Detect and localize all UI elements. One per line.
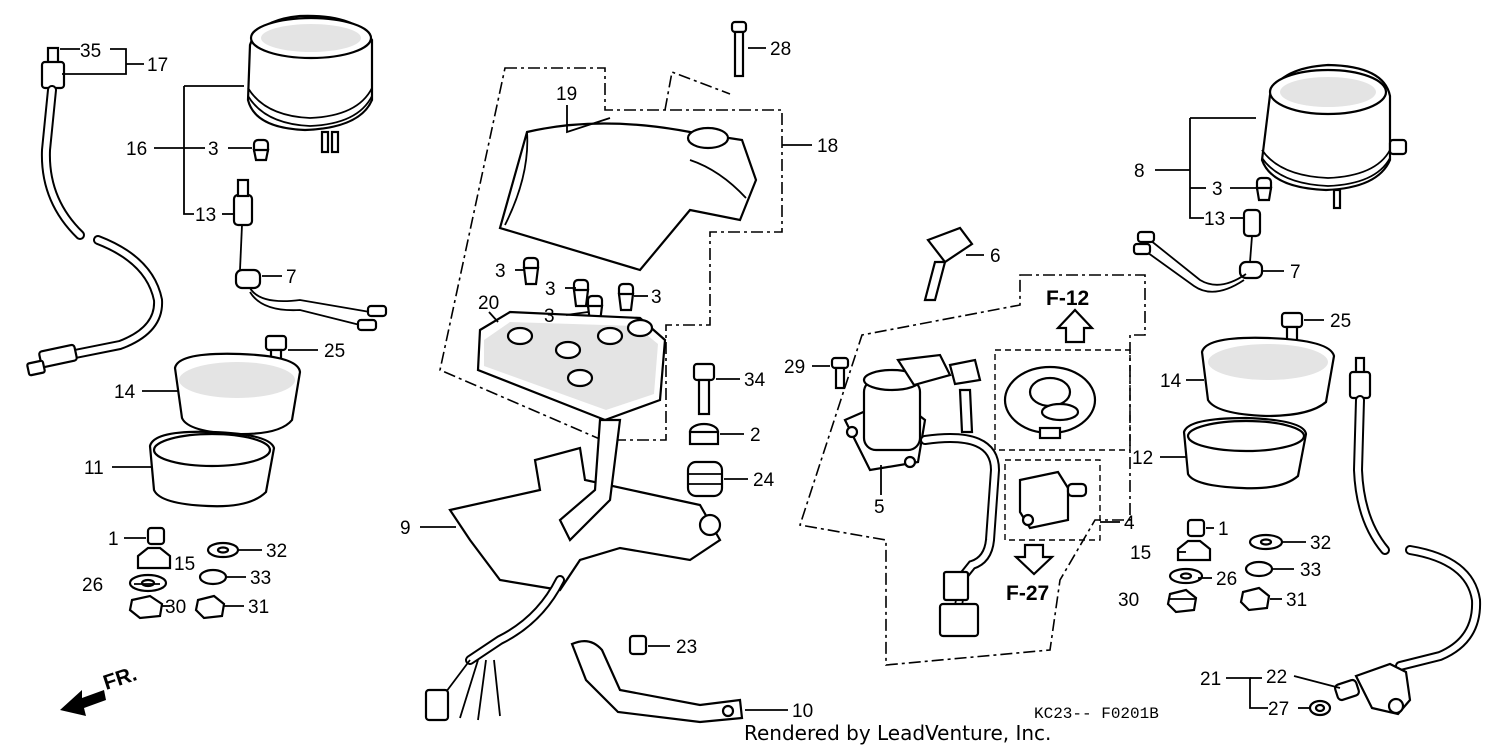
callout-14: 14 (114, 382, 136, 403)
callout-3: 3 (208, 139, 219, 160)
stay-9[interactable] (448, 418, 722, 592)
callout-labels: 35 17 16 3 13 7 25 14 11 1 15 32 26 33 3… (80, 39, 1351, 722)
assembly-outline-19 (664, 70, 731, 111)
front-label: FR. (100, 662, 139, 694)
callout-15: 15 (1130, 543, 1151, 564)
tachometer-cable-right[interactable] (1348, 356, 1482, 671)
callout-29: 29 (784, 357, 805, 378)
case-12-right[interactable] (1182, 416, 1308, 490)
callout-32: 32 (266, 541, 287, 562)
callout-3: 3 (544, 306, 555, 327)
speedometer-left[interactable] (246, 14, 374, 154)
callout-19: 19 (556, 84, 577, 105)
callout-16: 16 (126, 139, 147, 160)
callout-7: 7 (1290, 262, 1301, 283)
ref-box-f12 (994, 349, 1131, 451)
screw-28[interactable] (730, 20, 748, 78)
callout-26: 26 (1216, 569, 1237, 590)
callout-1: 1 (108, 529, 119, 550)
washer-27[interactable] (1308, 699, 1332, 717)
ref-label-f27: F-27 (1006, 582, 1049, 605)
ref-box-f27 (1004, 459, 1101, 541)
callout-28: 28 (770, 39, 791, 60)
callout-9: 9 (400, 518, 411, 539)
callout-30: 30 (165, 597, 186, 618)
ignition-switch-5[interactable] (843, 353, 982, 472)
callout-4: 4 (1124, 513, 1135, 534)
bolt-34[interactable] (692, 362, 716, 416)
callout-21: 21 (1200, 669, 1221, 690)
callout-12: 12 (1132, 448, 1153, 469)
hardware-right[interactable] (1166, 518, 1284, 614)
indicator-base-20[interactable] (476, 310, 667, 422)
callout-33: 33 (250, 568, 271, 589)
callout-3: 3 (545, 279, 556, 300)
front-direction-arrow (60, 690, 106, 716)
callout-31: 31 (248, 597, 269, 618)
cap-f12[interactable] (1003, 365, 1097, 440)
callout-6: 6 (990, 246, 1001, 267)
credit-text: Rendered by LeadVenture, Inc. (744, 721, 1051, 745)
callout-5: 5 (874, 497, 885, 518)
ignition-outline-4 (798, 274, 1146, 666)
callout-3: 3 (495, 261, 506, 282)
collar-2[interactable] (688, 422, 720, 446)
gear-box-21[interactable] (1334, 662, 1412, 716)
callout-3: 3 (1212, 179, 1223, 200)
ignition-harness[interactable] (920, 433, 1001, 638)
callout-14: 14 (1160, 371, 1182, 392)
screw-29[interactable] (830, 356, 850, 390)
speedometer-cable-left[interactable] (26, 46, 164, 377)
callout-22: 22 (1266, 667, 1287, 688)
cup-14-right[interactable] (1200, 336, 1336, 418)
bulb-left[interactable] (252, 138, 270, 162)
callout-35: 35 (80, 41, 101, 62)
callout-25: 25 (324, 341, 345, 362)
callout-20: 20 (478, 293, 499, 314)
nut-23[interactable] (628, 634, 648, 656)
arrow-down-f27 (1013, 543, 1055, 576)
rubber-24[interactable] (686, 460, 724, 498)
case-11-left[interactable] (148, 430, 276, 508)
callout-11: 11 (84, 458, 104, 479)
callout-34: 34 (744, 370, 766, 391)
callout-32: 32 (1310, 533, 1331, 554)
callout-17: 17 (147, 55, 168, 76)
visor-19[interactable] (498, 122, 758, 272)
callout-31: 31 (1286, 590, 1307, 611)
screw-25-right[interactable] (1280, 311, 1304, 349)
callout-30: 30 (1118, 590, 1139, 611)
socket-wire-right[interactable] (1132, 208, 1264, 293)
block-f27[interactable] (1018, 470, 1088, 530)
callout-18: 18 (817, 136, 838, 157)
bulbs-center[interactable] (522, 256, 635, 324)
callout-2: 2 (750, 425, 761, 446)
bracket-10[interactable] (570, 639, 744, 724)
hardware-left[interactable] (128, 526, 240, 620)
callout-7: 7 (286, 267, 297, 288)
callout-15: 15 (174, 554, 195, 575)
tachometer-right[interactable] (1260, 63, 1408, 210)
callout-13: 13 (195, 205, 216, 226)
callout-26: 26 (82, 575, 103, 596)
bulb-right[interactable] (1255, 176, 1273, 202)
diagram-code: KC23-- F0201B (1034, 705, 1159, 723)
arrow-up-f12 (1055, 308, 1095, 344)
callout-10: 10 (792, 701, 813, 722)
callout-33: 33 (1300, 560, 1321, 581)
ref-label-f12: F-12 (1046, 287, 1089, 310)
cup-14-left[interactable] (173, 352, 302, 436)
socket-wire-left[interactable] (232, 178, 388, 332)
callout-8: 8 (1134, 161, 1145, 182)
key-6[interactable] (923, 226, 974, 302)
callout-27: 27 (1268, 699, 1289, 720)
callout-24: 24 (753, 470, 775, 491)
callout-23: 23 (676, 637, 697, 658)
callout-1: 1 (1218, 519, 1229, 540)
harness-center[interactable] (424, 575, 565, 722)
callout-3: 3 (651, 287, 662, 308)
callout-13: 13 (1204, 209, 1225, 230)
callout-25: 25 (1330, 311, 1351, 332)
